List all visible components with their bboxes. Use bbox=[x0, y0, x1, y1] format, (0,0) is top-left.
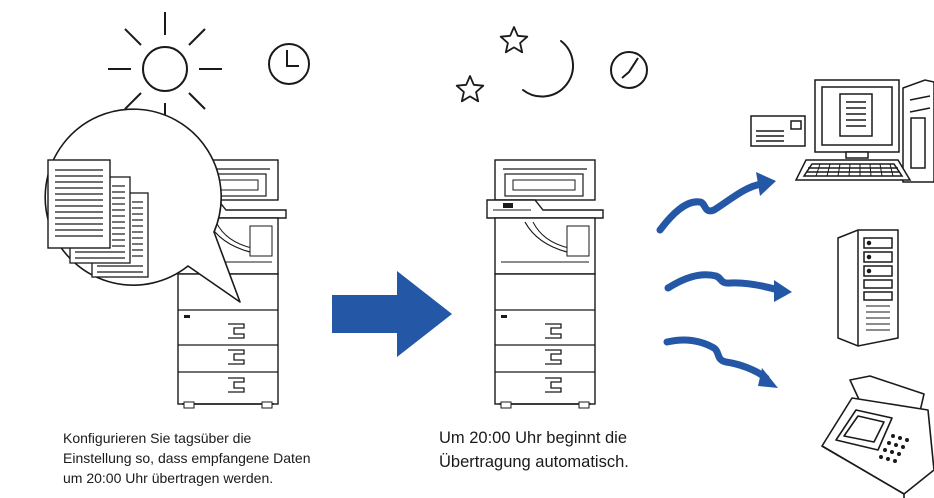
star-icon bbox=[455, 75, 485, 103]
arrow-right-icon bbox=[664, 271, 782, 294]
moon-icon bbox=[522, 40, 574, 98]
arrow-right-icon bbox=[758, 368, 778, 388]
server-icon bbox=[837, 229, 899, 347]
arrow-right-icon bbox=[756, 172, 776, 196]
star-icon bbox=[499, 26, 529, 54]
caption-transmission-start: Um 20:00 Uhr beginnt die Übertragung aut… bbox=[439, 426, 739, 474]
fax-icon bbox=[821, 375, 934, 498]
arrow-right-icon bbox=[663, 336, 770, 382]
caption-line: um 20:00 Uhr übertragen werden. bbox=[63, 470, 274, 486]
caption-line: Einstellung so, dass empfangene Daten bbox=[63, 450, 311, 466]
caption-configure-daytime: Konfigurieren Sie tagsüber die Einstellu… bbox=[63, 428, 423, 488]
document-stack-icon bbox=[44, 108, 241, 303]
arrow-right-icon bbox=[774, 280, 792, 302]
computer-icon bbox=[750, 79, 934, 183]
mfp-printer-icon bbox=[486, 159, 604, 409]
caption-line: Übertragung automatisch. bbox=[439, 453, 629, 471]
caption-line: Konfigurieren Sie tagsüber die bbox=[63, 430, 252, 446]
sun-icon bbox=[108, 12, 222, 126]
arrow-right-icon bbox=[332, 271, 452, 357]
clock-icon bbox=[610, 51, 648, 89]
caption-line: Um 20:00 Uhr beginnt die bbox=[439, 429, 628, 447]
arrow-right-icon bbox=[656, 180, 766, 234]
clock-icon bbox=[268, 43, 310, 85]
